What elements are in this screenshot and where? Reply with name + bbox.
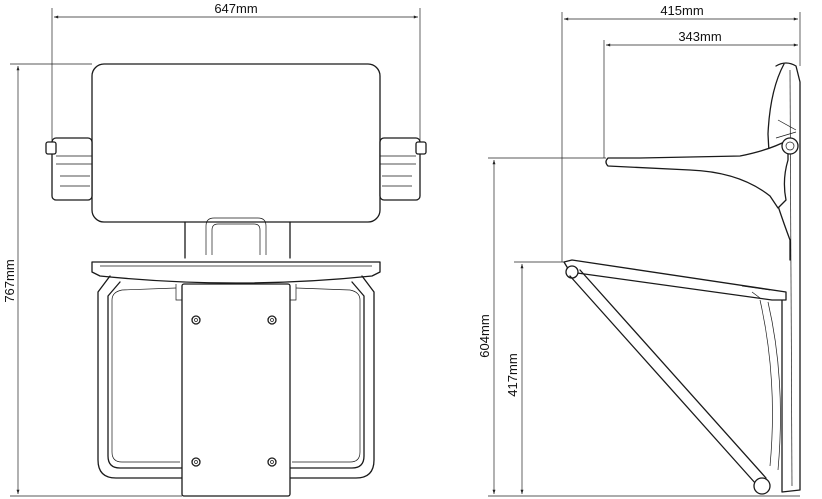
side-seat	[563, 259, 787, 301]
seat-underside-left	[111, 287, 180, 463]
front-width-dimension: 647mm	[51, 1, 421, 140]
side-diagonal-strut	[569, 269, 767, 485]
arm-height-dimension: 604mm	[477, 157, 800, 497]
armrest-pivot	[781, 137, 799, 155]
side-depth-dimension: 415mm	[561, 3, 801, 262]
arm-depth-dimension: 343mm	[603, 29, 798, 158]
front-width-label: 647mm	[214, 1, 257, 16]
plate-screws	[191, 315, 277, 467]
arm-height-label: 604mm	[477, 314, 492, 357]
neck-handle	[205, 217, 267, 255]
seat-height-label: 417mm	[505, 353, 520, 396]
seat-tube-frame	[97, 275, 375, 479]
arm-depth-label: 343mm	[678, 29, 721, 44]
side-depth-label: 415mm	[660, 3, 703, 18]
front-height-label: 767mm	[2, 259, 17, 302]
seat-height-dimension: 417mm	[505, 261, 564, 494]
front-height-dimension: 767mm	[2, 63, 182, 497]
seat-front-edge	[91, 261, 381, 284]
side-armrest	[605, 139, 789, 209]
mounting-plate	[181, 283, 291, 497]
backrest-neck	[184, 221, 291, 259]
seat-hinge-front	[565, 265, 579, 279]
backrest-panel	[91, 63, 381, 223]
front-view: 647mm 767mm	[2, 1, 427, 497]
right-wall-bracket	[379, 137, 427, 201]
side-curved-support	[759, 299, 781, 471]
seat-underside-right	[292, 287, 361, 463]
side-wall-plate	[775, 62, 801, 493]
left-wall-bracket	[45, 137, 93, 201]
side-view: 415mm 343mm 604mm 417mm	[477, 3, 801, 497]
